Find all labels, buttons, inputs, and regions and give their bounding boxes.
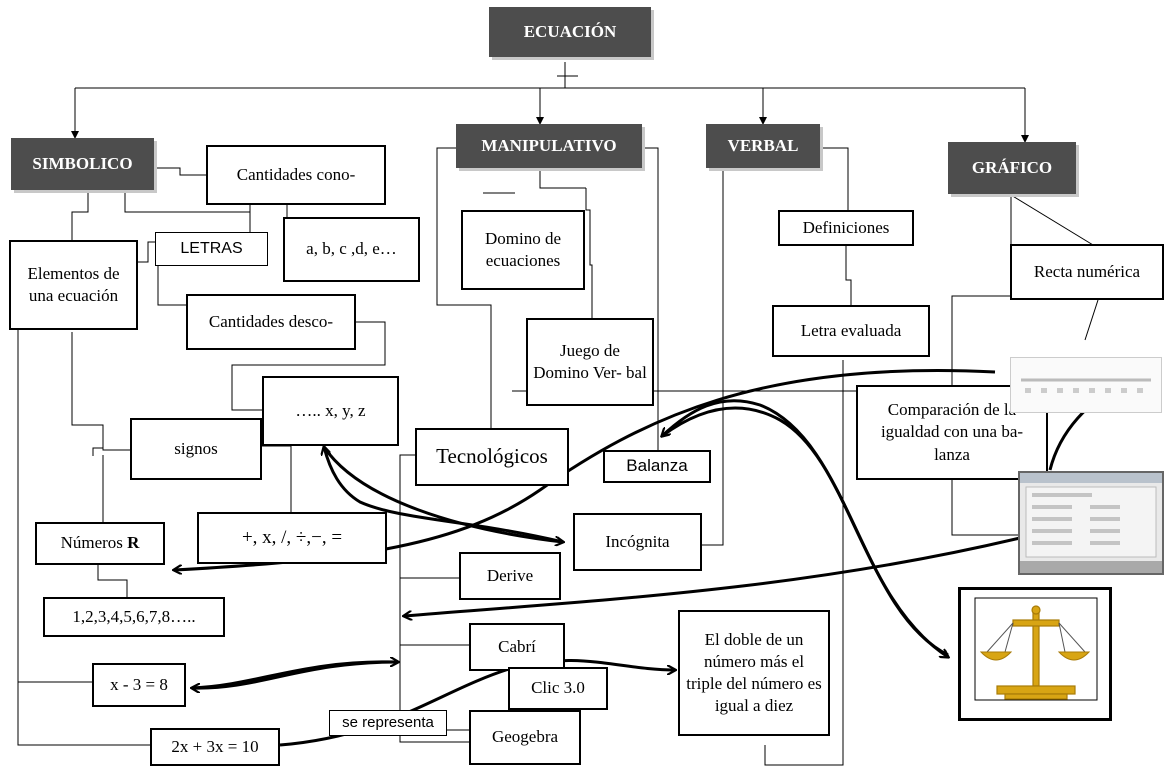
numeros-r-label: R [127, 533, 140, 553]
elementos-label: Elementos de una ecuación [27, 263, 120, 305]
numeros-ejemplo-label: 1,2,3,4,5,6,7,8….. [72, 606, 196, 626]
node-definiciones: Definiciones [778, 210, 914, 246]
node-manipulativo: MANIPULATIVO [456, 124, 642, 168]
letras-ejemplo-label: a, b, c ,d, e… [306, 239, 397, 259]
node-cantidades-desconocidas: Cantidades desco- [186, 294, 356, 350]
node-juego: Juego de Domino Ver- bal [526, 318, 654, 406]
node-signos-ejemplo: +, x, /, ÷,−, = [197, 512, 387, 564]
node-letras-ejemplo: a, b, c ,d, e… [283, 217, 420, 282]
node-verbal-ejemplo: El doble de un número más el triple del … [678, 610, 830, 736]
node-elementos: Elementos de una ecuación [9, 240, 138, 330]
node-ecuacion-1: x - 3 = 8 [92, 663, 186, 707]
verbal-ejemplo-label: El doble de un número más el triple del … [686, 629, 822, 716]
cabri-label: Cabrí [498, 636, 536, 656]
node-manipulativo-label: MANIPULATIVO [481, 135, 617, 155]
incognita-label: Incógnita [605, 531, 670, 551]
arrow-incognita-xyz [324, 447, 564, 544]
definiciones-label: Definiciones [802, 217, 890, 237]
derive-label: Derive [486, 565, 534, 585]
node-numeros: Números R [35, 522, 165, 565]
node-simbolico-label: SIMBOLICO [32, 153, 133, 173]
ecuacion-1-label: x - 3 = 8 [110, 674, 168, 694]
numeros-label: Números [60, 533, 123, 553]
comparacion-label: Comparación de la igualdad con una ba- l… [880, 400, 1024, 464]
node-derive: Derive [459, 552, 561, 600]
node-numeros-ejemplo: 1,2,3,4,5,6,7,8….. [43, 597, 225, 637]
title-node: ECUACIÓN [489, 7, 651, 57]
node-incognita: Incógnita [573, 513, 702, 571]
balance-scale-icon [974, 597, 1098, 701]
node-signos: signos [130, 418, 262, 480]
recta-label: Recta numérica [1033, 261, 1141, 281]
node-recta: Recta numérica [1010, 244, 1164, 300]
node-letras: LETRAS [155, 232, 268, 266]
balance-image [958, 587, 1112, 721]
arrow-ecuacion-cabri [191, 662, 398, 690]
number-line-image [1010, 357, 1162, 413]
geogebra-label: Geogebra [491, 727, 559, 747]
node-tecnologicos: Tecnológicos [415, 428, 569, 486]
node-geogebra: Geogebra [469, 710, 581, 765]
node-domino: Domino de ecuaciones [461, 210, 585, 290]
node-cantidades-conocidas: Cantidades cono- [206, 145, 386, 205]
node-se-representa: se representa [329, 710, 447, 736]
cantidades-desconocidas-label: Cantidades desco- [208, 311, 334, 331]
node-letra-evaluada: Letra evaluada [772, 305, 930, 357]
letras-label: LETRAS [180, 239, 243, 257]
page-title: ECUACIÓN [523, 21, 617, 41]
clic-label: Clic 3.0 [531, 678, 585, 698]
node-balanza: Balanza [603, 450, 711, 483]
cantidades-conocidas-label: Cantidades cono- [236, 164, 356, 184]
letra-evaluada-label: Letra evaluada [800, 320, 902, 340]
signos-label: signos [174, 438, 218, 458]
software-screenshot-image [1018, 471, 1164, 575]
node-grafico: GRÁFICO [948, 142, 1076, 194]
incognitas-ejemplo-label: ….. x, y, z [295, 400, 366, 420]
node-grafico-label: GRÁFICO [971, 157, 1053, 177]
se-representa-label: se representa [342, 714, 434, 732]
node-simbolico: SIMBOLICO [11, 138, 154, 190]
signos-ejemplo-label: +, x, /, ÷,−, = [241, 526, 343, 548]
domino-label: Domino de ecuaciones [484, 228, 562, 270]
tecnologicos-label: Tecnológicos [436, 444, 548, 469]
node-incognitas-ejemplo: ….. x, y, z [262, 376, 399, 446]
balanza-label: Balanza [626, 456, 688, 476]
node-verbal: VERBAL [706, 124, 820, 168]
ecuacion-2-label: 2x + 3x = 10 [171, 736, 259, 756]
number-line-icon [1021, 378, 1151, 393]
arrow-imagen-tecnologicos [404, 536, 1021, 616]
node-ecuacion-2: 2x + 3x = 10 [150, 728, 280, 766]
juego-label: Juego de Domino Ver- bal [533, 340, 647, 382]
node-verbal-label: VERBAL [727, 135, 799, 155]
window-icon [1020, 473, 1162, 573]
node-cabri: Cabrí [469, 623, 565, 671]
node-clic: Clic 3.0 [508, 667, 608, 710]
